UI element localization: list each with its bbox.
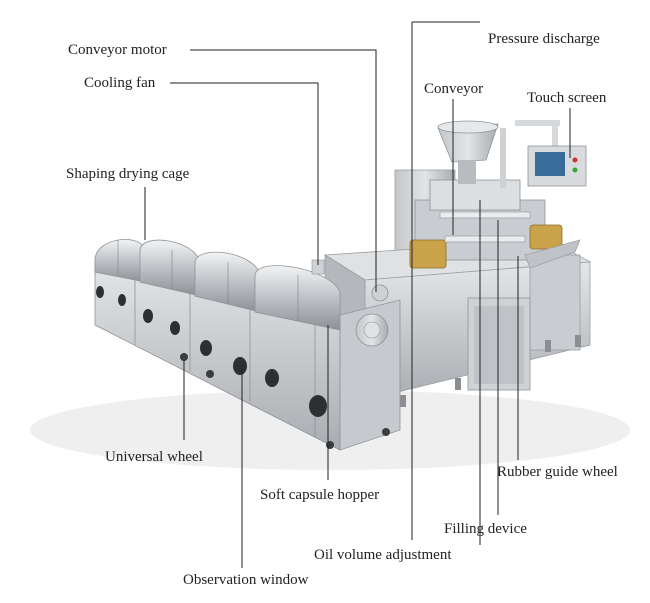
label-conveyor: Conveyor <box>424 81 484 97</box>
label-observation-window: Observation window <box>183 572 309 588</box>
label-oil-volume-adjustment: Oil volume adjustment <box>314 547 452 563</box>
label-touch-screen: Touch screen <box>527 90 607 106</box>
leader-conveyor-motor <box>190 49 377 292</box>
label-cooling-fan: Cooling fan <box>84 75 156 91</box>
label-soft-capsule-hopper: Soft capsule hopper <box>260 487 380 503</box>
label-shaping-drying-cage: Shaping drying cage <box>66 166 190 182</box>
label-conveyor-motor: Conveyor motor <box>68 42 167 58</box>
label-universal-wheel: Universal wheel <box>105 449 203 465</box>
drying-cage-line <box>94 239 401 451</box>
leader-cooling-fan <box>170 82 319 265</box>
main-machine-body <box>323 120 592 407</box>
label-rubber-guide-wheel: Rubber guide wheel <box>497 464 618 480</box>
label-filling-device: Filling device <box>444 521 527 537</box>
leader-lines <box>144 21 571 568</box>
label-pressure-discharge: Pressure discharge <box>488 31 600 47</box>
